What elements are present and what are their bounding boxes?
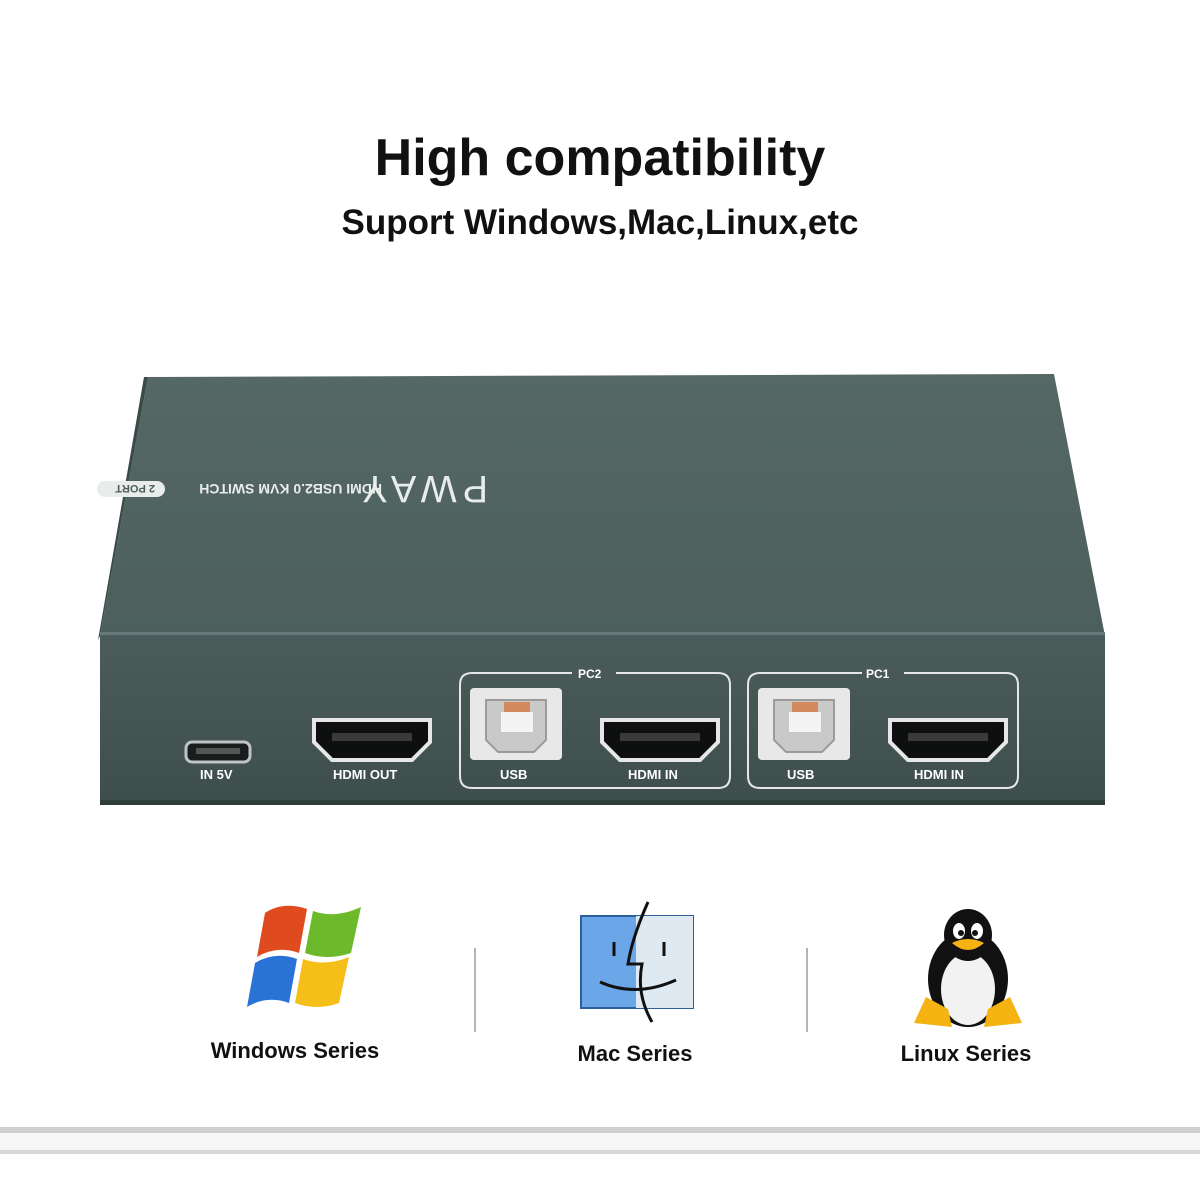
mac-finder-icon <box>580 901 694 1023</box>
pc1-hdmi-label: HDMI IN <box>914 767 964 782</box>
hdmi-out-port <box>312 718 432 762</box>
pc2-usb-label: USB <box>500 767 527 782</box>
pc2-port-group <box>459 672 731 789</box>
pc1-port-group <box>747 672 1019 789</box>
pc1-usb-label: USB <box>787 767 814 782</box>
headline: High compatibility <box>374 129 826 187</box>
bottom-stripe-top <box>0 1127 1200 1133</box>
linux-tux-icon <box>914 909 1022 1027</box>
linux-label: Linux Series <box>900 1041 1032 1066</box>
bottom-stripe-bottom <box>0 1150 1200 1154</box>
pc2-label: PC2 <box>578 667 602 681</box>
divider-left <box>474 948 476 1032</box>
mac-label: Mac Series <box>577 1041 693 1066</box>
bottom-stripe-fill <box>0 1133 1200 1150</box>
windows-logo-icon <box>247 905 361 1007</box>
subheadline: Suport Windows,Mac,Linux,etc <box>341 203 859 242</box>
pc2-hdmi-label: HDMI IN <box>628 767 678 782</box>
divider-right <box>806 948 808 1032</box>
pc1-label: PC1 <box>866 667 890 681</box>
power-label: IN 5V <box>200 767 233 782</box>
model-label: HDMI USB2.0 KVM SWITCH <box>199 481 382 497</box>
port-count-badge: 2 PORT <box>115 482 155 494</box>
micro-usb-port <box>184 740 252 764</box>
windows-label: Windows Series <box>210 1038 380 1063</box>
hdmi-out-label: HDMI OUT <box>333 767 397 782</box>
brand-logo: PWAY <box>356 467 488 509</box>
